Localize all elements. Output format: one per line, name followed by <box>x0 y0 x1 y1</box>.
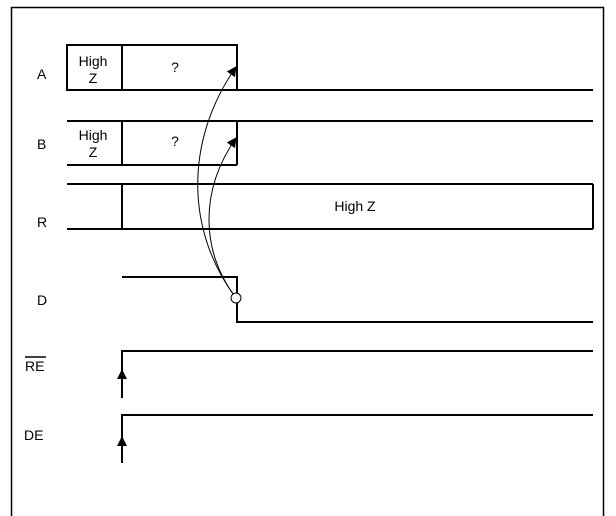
signal-d-waveform <box>122 276 593 323</box>
signal-re-waveform <box>121 350 593 398</box>
signal-b-label: B <box>37 136 46 152</box>
arrow-d-to-a <box>197 66 237 299</box>
signal-b-high-z-line2: Z <box>89 144 98 160</box>
signal-a-unknown-box <box>121 44 238 91</box>
signal-de-waveform <box>121 414 593 463</box>
signal-a-high-z-line1: High <box>79 53 108 69</box>
signal-a: A High Z ? <box>37 44 593 91</box>
causality-arrows <box>197 66 242 304</box>
signal-re-label: RE <box>25 358 44 374</box>
signal-de-label: DE <box>24 427 43 443</box>
signal-re: RE <box>25 350 593 398</box>
signal-d: D <box>37 276 593 323</box>
signal-d-label: D <box>37 292 47 308</box>
diagram-frame <box>10 6 605 516</box>
signal-b-unknown: ? <box>171 133 179 149</box>
d-edge-origin-circle <box>230 292 242 304</box>
signal-a-high-z-line2: Z <box>89 70 98 86</box>
signal-r: R High Z <box>37 183 594 230</box>
signal-b-high-z-line1: High <box>79 127 108 143</box>
signal-a-label: A <box>37 66 47 82</box>
signal-r-state: High Z <box>334 198 376 214</box>
signal-a-unknown: ? <box>171 59 179 75</box>
signal-de: DE <box>24 414 593 463</box>
signal-r-label: R <box>37 214 47 230</box>
signal-b: B High Z ? <box>37 120 593 166</box>
arrow-d-to-b <box>208 137 237 299</box>
